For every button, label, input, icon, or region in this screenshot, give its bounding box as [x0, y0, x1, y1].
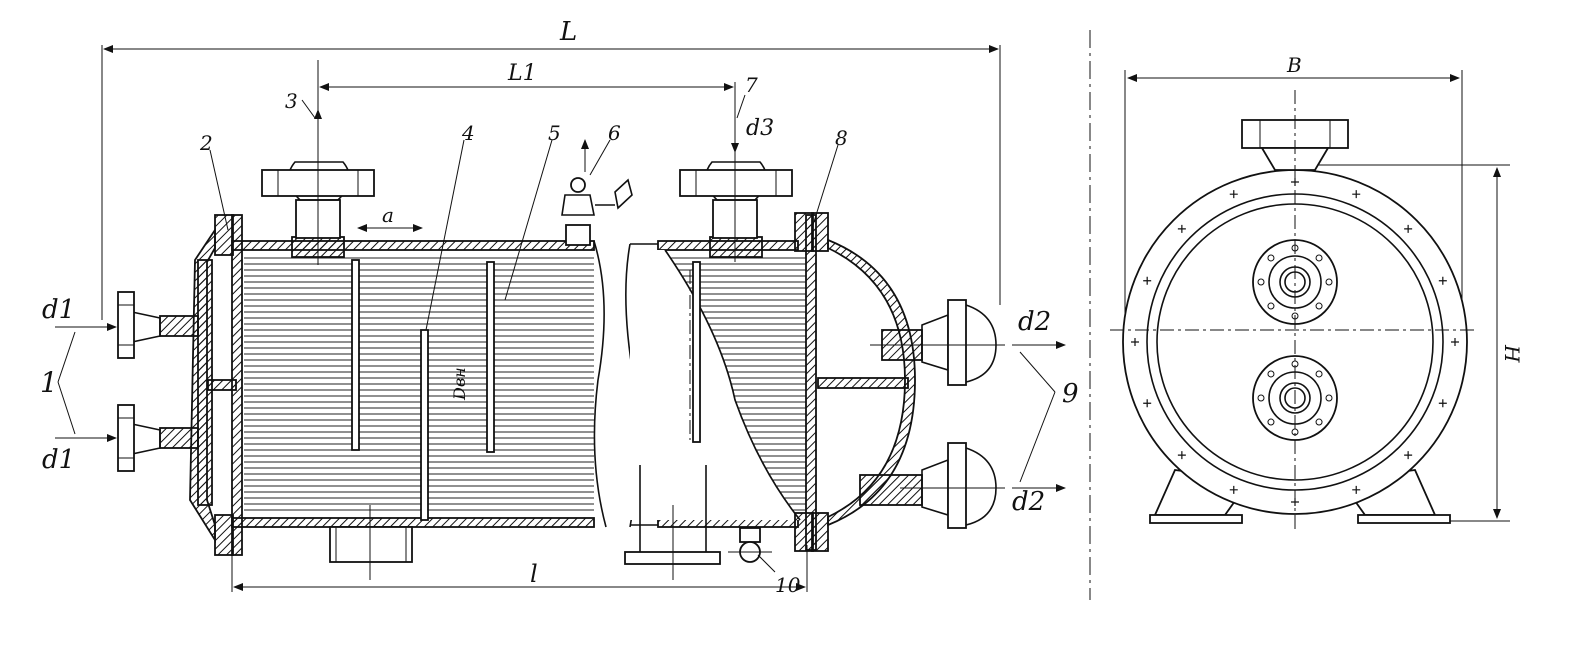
label-1: 1 — [40, 366, 58, 399]
dimension-L1 — [317, 82, 736, 140]
flange-bolt-hole — [1257, 278, 1265, 286]
left-chamber — [189, 227, 216, 544]
labels: L L1 l a B H d1 d1 d2 d2 d3 Dвн 1 2 3 4 … — [40, 17, 1524, 597]
label-5: 5 — [548, 121, 561, 145]
label-dim-B: B — [1286, 53, 1302, 77]
bolt-mark — [1404, 224, 1413, 233]
label-d1-top: d1 — [42, 295, 75, 325]
drain-valve — [728, 527, 772, 563]
bolt-mark — [1438, 276, 1447, 285]
support-right — [624, 465, 721, 580]
label-2: 2 — [199, 131, 213, 155]
bolt-mark — [1229, 190, 1238, 199]
bolt-mark — [1451, 338, 1459, 346]
label-dim-L1: L1 — [507, 61, 537, 86]
outlet-nozzle-bottom — [859, 442, 1005, 529]
shell-nozzle-3 — [261, 60, 375, 265]
label-8: 8 — [835, 126, 848, 150]
flange-bolt-hole — [1315, 418, 1323, 426]
bolt-mark — [1229, 485, 1238, 494]
dimension-l — [231, 540, 808, 592]
flange-bolt-hole — [1325, 394, 1333, 402]
end-view — [1110, 70, 1510, 530]
shell-nozzle-7 — [679, 82, 793, 262]
vent-valve — [561, 177, 633, 246]
label-dim-H: H — [1500, 344, 1524, 363]
bolt-mark — [1404, 451, 1413, 460]
flange-bolt-hole — [1267, 302, 1275, 310]
inlet-nozzle-top — [117, 291, 199, 359]
label-d-inner: Dвн — [450, 367, 469, 401]
baffles — [351, 259, 701, 521]
flange-bolt-hole — [1267, 418, 1275, 426]
bolt-mark — [1143, 399, 1152, 408]
label-dim-L: L — [559, 17, 577, 47]
label-d2-bottom: d2 — [1012, 487, 1045, 517]
flange-bolt-hole — [1257, 394, 1265, 402]
outlet-nozzle-top — [870, 299, 1005, 386]
left-tube-sheet — [207, 214, 243, 556]
bolt-mark — [1438, 399, 1447, 408]
bolt-mark — [1352, 485, 1361, 494]
label-7: 7 — [745, 73, 758, 97]
flange-bolt-hole — [1267, 254, 1275, 262]
dimension-L — [101, 45, 1001, 320]
bolt-mark — [1352, 190, 1361, 199]
label-4: 4 — [461, 121, 475, 145]
support-left — [329, 505, 413, 580]
label-d2-top: d2 — [1018, 307, 1051, 337]
side-view — [55, 45, 1066, 592]
right-tube-sheet — [794, 212, 829, 552]
inlet-nozzle-bottom — [117, 404, 199, 472]
label-dim-a: a — [382, 203, 394, 227]
label-6: 6 — [608, 121, 621, 145]
flange-bolt-hole — [1315, 370, 1323, 378]
bolt-mark — [1177, 224, 1186, 233]
label-d1-bottom: d1 — [42, 445, 75, 475]
right-head — [817, 238, 916, 527]
bolt-mark — [1131, 338, 1139, 346]
flange-bolt-hole — [1315, 302, 1323, 310]
flange-bolt-hole — [1325, 278, 1333, 286]
label-d3: d3 — [746, 116, 774, 141]
flange-bolt-hole — [1315, 254, 1323, 262]
label-dim-l: l — [530, 560, 538, 588]
label-9: 9 — [1062, 379, 1079, 409]
bolt-mark — [1177, 451, 1186, 460]
label-10: 10 — [775, 573, 801, 597]
flange-bolt-hole — [1267, 370, 1275, 378]
bolt-marks — [1131, 178, 1459, 506]
label-3: 3 — [285, 89, 298, 113]
bolt-mark — [1143, 276, 1152, 285]
